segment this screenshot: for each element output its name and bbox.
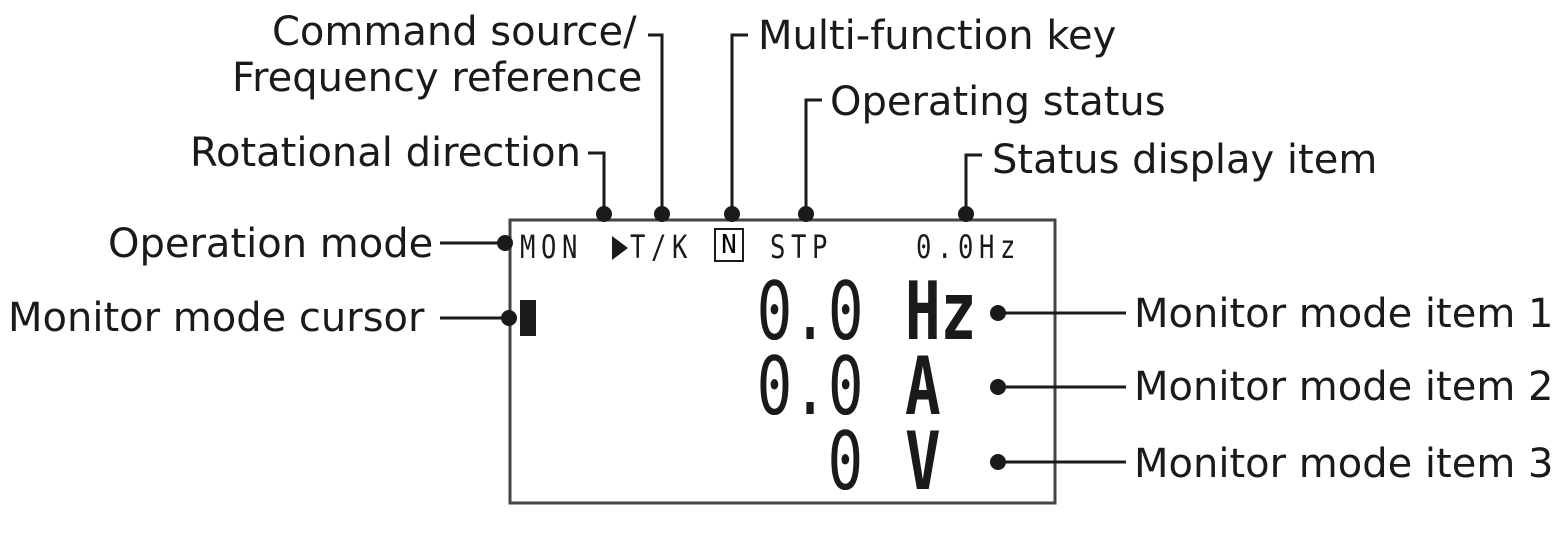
rotational-direction-leader: [588, 151, 606, 213]
rotational-direction-dot: [596, 206, 612, 222]
monitor-item-2-dot: [990, 379, 1006, 395]
monitor-item-1-dot: [990, 305, 1006, 321]
multi-function-key-label: Multi-function key: [758, 13, 1117, 59]
status-display-item-dot: [958, 206, 974, 222]
operation-mode-label: Operation mode: [108, 221, 434, 267]
command-source-leader: [648, 33, 664, 213]
monitor-mode-cursor-label: Monitor mode cursor: [8, 295, 425, 341]
operating-status-text: STP: [770, 228, 834, 266]
operating-status-label: Operating status: [830, 79, 1166, 125]
operation-mode-dot: [497, 235, 513, 251]
command-source-dot: [654, 206, 670, 222]
monitor-item-3-value: 0: [827, 415, 863, 508]
monitor-item-1-unit: Hz: [905, 265, 977, 358]
multi-function-key-indicator: N: [714, 228, 744, 262]
multi-function-key-leader: [730, 33, 748, 213]
status-display-item-leader: [964, 153, 982, 213]
monitor-mode-cursor: [520, 300, 536, 336]
lcd-frame: [508, 218, 1057, 505]
operation-mode-text: MON: [520, 228, 584, 266]
operating-status-leader: [804, 98, 822, 213]
status-display-item-label: Status display item: [992, 137, 1378, 183]
status-display-value: 0.0Hz: [916, 228, 1022, 266]
monitor-item-2-label: Monitor mode item 2: [1134, 364, 1554, 410]
rotational-direction-label: Rotational direction: [190, 130, 581, 176]
monitor-item-3-unit: V: [905, 415, 941, 508]
monitor-cursor-dot: [501, 310, 517, 326]
monitor-item-2-unit: A: [905, 340, 941, 433]
operating-status-dot: [798, 206, 814, 222]
monitor-item-3-dot: [990, 454, 1006, 470]
command-source-label-line1: Command source/: [272, 9, 637, 55]
multi-function-key-dot: [724, 206, 740, 222]
monitor-item-1-value: 0.0: [756, 265, 863, 358]
command-source-text: T/K: [630, 228, 694, 266]
monitor-item-3-label: Monitor mode item 3: [1134, 441, 1554, 487]
monitor-item-2-value: 0.0: [756, 340, 863, 433]
command-source-label-line2: Frequency reference: [232, 55, 643, 101]
monitor-item-1-label: Monitor mode item 1: [1134, 291, 1554, 337]
rotation-arrow-icon: [612, 236, 628, 260]
